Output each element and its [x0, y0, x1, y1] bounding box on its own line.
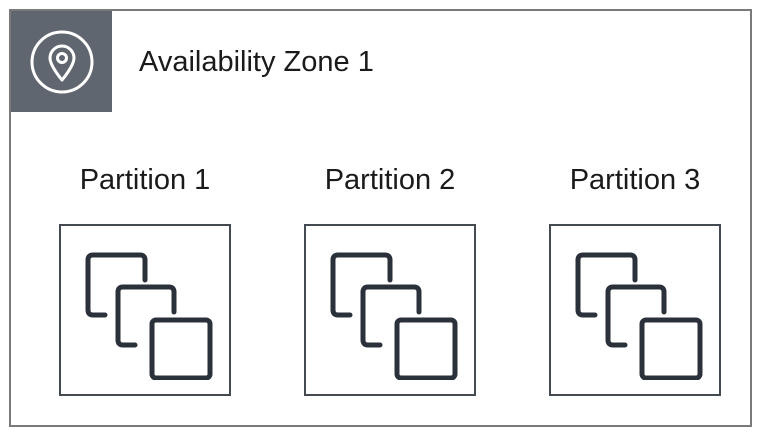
availability-zone-badge: [11, 11, 112, 112]
partition-1-box: [59, 224, 231, 396]
partition-1-label: Partition 1: [79, 164, 211, 196]
partition-3-box: [549, 224, 721, 396]
instances-stack-icon: [330, 252, 458, 380]
instances-stack-icon: [575, 252, 703, 380]
partition-3-label: Partition 3: [569, 164, 701, 196]
partition-2-box: [304, 224, 476, 396]
availability-zone-title: Availability Zone 1: [139, 46, 374, 78]
availability-zone-container: Availability Zone 1 Partition 1 Partitio…: [9, 9, 752, 427]
instances-stack-icon: [85, 252, 213, 380]
location-pin-icon: [30, 30, 93, 93]
partition-2-label: Partition 2: [324, 164, 456, 196]
